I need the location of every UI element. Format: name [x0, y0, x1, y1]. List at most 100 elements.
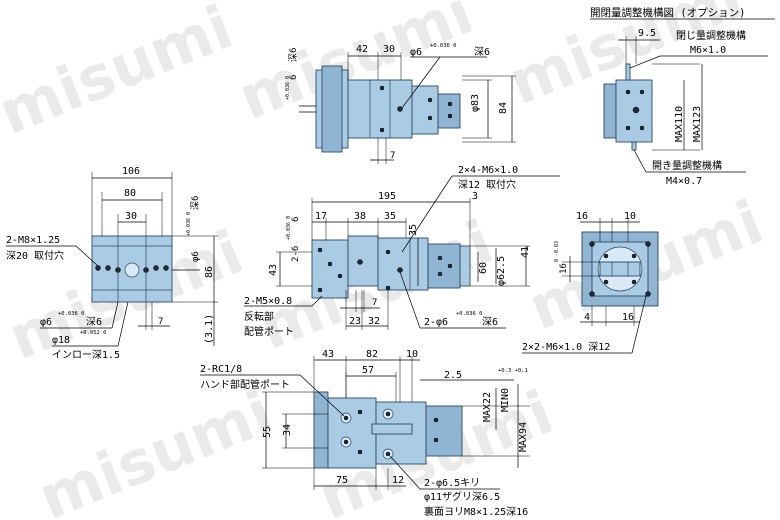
top-view-hole [427, 97, 433, 103]
front-view-cylinder [377, 237, 429, 291]
left-view-mount-hole [95, 265, 101, 271]
dim-top-phi6: φ6 [410, 47, 422, 58]
dim-front-phi62-5: φ62.5 [496, 256, 507, 286]
dim-side-16-tol: 0 -0.03 [554, 241, 560, 262]
option-title: 開閉量調整機構図 (オプション) [590, 6, 745, 19]
dim-left-106: 106 [122, 166, 140, 177]
option-view-flange [603, 83, 617, 139]
top-view-hole [379, 127, 385, 133]
dim-bottom-2-5: 2.5 [444, 370, 462, 381]
front-m5-note1: 反転部 [244, 310, 274, 323]
dim-front-60: 60 [478, 262, 489, 274]
front-m5-note2: 配管ポート [244, 325, 294, 338]
bottom-view-hole [343, 415, 349, 421]
top-view-hole [379, 85, 385, 91]
dim-front-38: 38 [354, 211, 366, 222]
left-depth6-bottom: 深6 [86, 316, 102, 328]
left-depth6-vert: 深6 [190, 196, 201, 210]
bottom-view: 43 82 10 2-RC1/8 ハンド部配管ポート 57 2.5 +0.3 +… [200, 349, 530, 518]
side-view: 16 10 16 0 -0.03 4 16 2×2-M6×1.0 深12 [522, 211, 659, 354]
dim-left-30: 30 [125, 211, 137, 222]
front-view-hole [385, 285, 391, 291]
bottom-view-hole [357, 449, 363, 455]
top-view-jaw [437, 93, 461, 129]
dim-side-16-v: 16 [559, 263, 569, 274]
dim-bottom-10: 10 [406, 349, 418, 360]
dim-top-42: 42 [356, 44, 368, 55]
dim-front-17: 17 [315, 211, 327, 222]
option-view-hole [625, 89, 631, 95]
top-view-flange [321, 65, 343, 153]
left-view-pin-hole [115, 267, 121, 273]
side-view-jaw-slot [599, 261, 641, 277]
front-phi6-two: 2-φ6 [424, 317, 448, 328]
dim-left-7: 7 [158, 317, 163, 327]
left-phi6-vert-tol: +0.036 0 [186, 212, 192, 236]
option-view: 9.5 閉じ量調整機構 M6×1.0 MAX110 MAX123 開き量調整機構… [603, 28, 768, 187]
bottom-view-body-left [327, 397, 377, 469]
dim-side-10: 10 [624, 211, 636, 222]
front-view-hole [397, 267, 403, 273]
front-view-end-cap [459, 245, 471, 287]
dim-front-2-6: 2-6 [291, 246, 301, 262]
left-view-mount-hole [153, 265, 159, 271]
front-m6-4-depth: 深12 取付穴 [458, 178, 516, 191]
dim-option-9-5: 9.5 [638, 28, 656, 39]
left-phi6-bottom-tol: +0.036 0 [58, 311, 85, 317]
bottom-max22: MAX22 [482, 392, 493, 422]
dim-front-43: 43 [268, 264, 279, 276]
top-view-hole [447, 101, 453, 107]
bottom-counterbore: φ11ザグリ深6.5 [424, 490, 500, 503]
dim-front-195: 195 [378, 191, 396, 202]
dim-bottom-43: 43 [322, 349, 334, 360]
bottom-min0: MIN0 [500, 388, 511, 412]
front-view-hole [437, 255, 443, 261]
top-view-body-right [411, 85, 439, 135]
option-max110: MAX110 [674, 106, 685, 142]
dim-left-80: 80 [124, 188, 136, 199]
bottom-rc-note: ハンド部配管ポート [200, 378, 290, 391]
dim-top-84: 84 [498, 102, 509, 114]
dim-bottom-82: 82 [366, 349, 378, 360]
dim-bottom-12: 12 [392, 475, 404, 486]
front-view-hole [385, 249, 391, 255]
side-view-tap-hole [631, 279, 637, 285]
dim-top-phi83: φ83 [470, 94, 481, 112]
dim-front-23: 23 [349, 316, 361, 327]
dim-bottom-2-5-tol: +0.3 +0.1 [498, 368, 528, 374]
dim-top-depth6-b: 深6 [288, 48, 299, 62]
dim-front-6-tol: +0.036 0 [286, 216, 292, 240]
left-inro: インロー深1.5 [52, 349, 120, 361]
dim-bottom-75: 75 [336, 475, 348, 486]
left-view-mount-hole [105, 265, 111, 271]
dim-bottom-55: 55 [262, 426, 273, 438]
left-phi6-vert: φ6 [191, 251, 201, 262]
option-view-screw-bottom [631, 141, 637, 151]
option-view-hole [639, 125, 645, 131]
top-view-hole [397, 106, 403, 112]
left-view-mount-hole [163, 265, 169, 271]
front-view-hole [337, 273, 343, 279]
option-view-hole [632, 106, 640, 114]
left-view-pin-hole [143, 267, 149, 273]
dim-front-35-h: 35 [384, 211, 396, 222]
dim-top-6-tol: +0.036 0 [285, 76, 291, 100]
dim-top-phi6-tol: +0.036 0 [430, 43, 457, 49]
side-m6-2x2: 2×2-M6×1.0 深12 [522, 341, 610, 353]
bottom-view-hole [433, 417, 439, 423]
dim-left-3-1: (3.1) [204, 314, 215, 344]
dim-front-7: 7 [372, 298, 377, 308]
dim-front-3: 3 [472, 191, 478, 202]
front-view-jaw-block [311, 239, 349, 299]
front-phi6-two-tol: +0.036 0 [456, 311, 483, 317]
dim-side-16: 16 [576, 211, 588, 222]
side-view-corner-hole [589, 241, 595, 247]
bottom-view-hole [357, 409, 363, 415]
left-m8-depth: 深20 取付穴 [6, 249, 64, 262]
dim-top-30: 30 [383, 44, 395, 55]
dim-top-7: 7 [390, 151, 395, 161]
left-view-center-bore [124, 262, 140, 278]
option-close-m: M6×1.0 [690, 45, 726, 56]
front-view-end-block [427, 243, 461, 289]
